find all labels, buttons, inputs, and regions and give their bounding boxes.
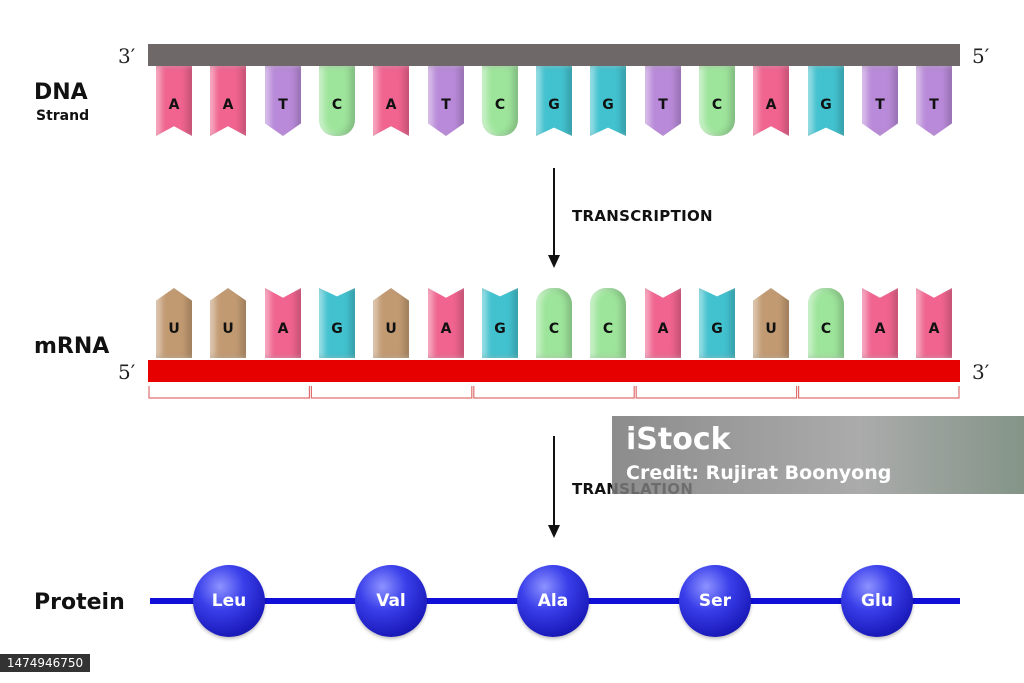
- dna-base-t: T: [428, 66, 464, 136]
- mrna-base-letter: U: [168, 321, 180, 337]
- istock-logo: iStock: [626, 422, 731, 457]
- stock-id-badge: 1474946750: [0, 654, 90, 672]
- mrna-base-letter: U: [385, 321, 397, 337]
- amino-acid-leu: Leu: [193, 565, 265, 637]
- dna-base-letter: C: [331, 97, 343, 113]
- mrna-base-letter: A: [928, 321, 940, 337]
- dna-base-a: A: [156, 66, 192, 136]
- transcription-arrow: [553, 168, 555, 256]
- mrna-base-letter: G: [494, 321, 506, 337]
- dna-base-letter: C: [711, 97, 723, 113]
- amino-acid-ser: Ser: [679, 565, 751, 637]
- translation-arrow: [553, 436, 555, 526]
- codon-bracket: [473, 386, 635, 399]
- mrna-base-letter: A: [277, 321, 289, 337]
- dna-base-t: T: [862, 66, 898, 136]
- dna-base-g: G: [590, 66, 626, 136]
- dna-base-letter: G: [820, 97, 832, 113]
- dna-backbone: [148, 44, 960, 66]
- codon-bracket: [148, 386, 310, 399]
- mrna-base-c: C: [808, 288, 844, 358]
- protein-label: Protein: [34, 590, 125, 615]
- dna-base-letter: T: [929, 97, 939, 113]
- dna-base-letter: A: [765, 97, 777, 113]
- dna-base-letter: T: [658, 97, 668, 113]
- codon-bracket: [635, 386, 798, 399]
- dna-base-letter: T: [278, 97, 288, 113]
- mrna-base-a: A: [916, 288, 952, 358]
- watermark-credit: Credit: Rujirat Boonyong: [626, 462, 892, 484]
- mrna-base-letter: A: [440, 321, 452, 337]
- mrna-base-a: A: [265, 288, 301, 358]
- translation-arrow-head: [548, 525, 560, 538]
- mrna-base-g: G: [482, 288, 518, 358]
- dna-sublabel: Strand: [36, 108, 90, 124]
- amino-acid-val: Val: [355, 565, 427, 637]
- amino-acid-label: Ala: [537, 591, 569, 611]
- mrna-base-letter: U: [765, 321, 777, 337]
- mrna-base-c: C: [536, 288, 572, 358]
- mrna-backbone: [148, 360, 960, 382]
- mrna-base-letter: A: [874, 321, 886, 337]
- dna-base-letter: A: [385, 97, 397, 113]
- codon-bracket: [310, 386, 473, 399]
- watermark-banner: iStock Credit: Rujirat Boonyong: [612, 416, 1024, 494]
- mrna-right-end: 3′: [972, 360, 990, 384]
- dna-base-c: C: [482, 66, 518, 136]
- mrna-base-a: A: [645, 288, 681, 358]
- dna-label: DNA: [34, 80, 88, 105]
- mrna-left-end: 5′: [118, 360, 136, 384]
- amino-acid-glu: Glu: [841, 565, 913, 637]
- dna-base-g: G: [808, 66, 844, 136]
- dna-base-t: T: [265, 66, 301, 136]
- dna-left-end: 3′: [118, 44, 136, 68]
- mrna-base-letter: A: [657, 321, 669, 337]
- mrna-base-u: U: [373, 288, 409, 358]
- amino-acid-ala: Ala: [517, 565, 589, 637]
- mrna-base-letter: C: [602, 321, 614, 337]
- mrna-base-a: A: [428, 288, 464, 358]
- mrna-base-u: U: [753, 288, 789, 358]
- mrna-base-u: U: [210, 288, 246, 358]
- mrna-base-letter: G: [711, 321, 723, 337]
- mrna-base-u: U: [156, 288, 192, 358]
- dna-base-letter: A: [168, 97, 180, 113]
- dna-base-a: A: [753, 66, 789, 136]
- mrna-base-letter: C: [548, 321, 560, 337]
- transcription-arrow-head: [548, 255, 560, 268]
- mrna-label: mRNA: [34, 334, 110, 359]
- dna-base-letter: G: [548, 97, 560, 113]
- mrna-base-g: G: [699, 288, 735, 358]
- mrna-base-c: C: [590, 288, 626, 358]
- amino-acid-label: Leu: [211, 591, 247, 611]
- dna-base-t: T: [916, 66, 952, 136]
- dna-right-end: 5′: [972, 44, 990, 68]
- dna-base-letter: G: [602, 97, 614, 113]
- dna-base-t: T: [645, 66, 681, 136]
- mrna-base-letter: G: [331, 321, 343, 337]
- transcription-label: TRANSCRIPTION: [572, 207, 713, 225]
- amino-acid-label: Val: [376, 591, 406, 611]
- dna-base-c: C: [319, 66, 355, 136]
- dna-base-a: A: [373, 66, 409, 136]
- dna-base-letter: C: [494, 97, 506, 113]
- dna-base-c: C: [699, 66, 735, 136]
- mrna-base-letter: C: [820, 321, 832, 337]
- dna-base-letter: T: [441, 97, 451, 113]
- amino-acid-label: Ser: [698, 591, 732, 611]
- codon-bracket: [798, 386, 960, 399]
- dna-base-letter: T: [875, 97, 885, 113]
- dna-base-g: G: [536, 66, 572, 136]
- codon-brackets: [148, 386, 960, 399]
- dna-base-letter: A: [222, 97, 234, 113]
- mrna-base-a: A: [862, 288, 898, 358]
- mrna-base-letter: U: [222, 321, 234, 337]
- mrna-base-g: G: [319, 288, 355, 358]
- amino-acid-label: Glu: [861, 591, 893, 611]
- dna-base-a: A: [210, 66, 246, 136]
